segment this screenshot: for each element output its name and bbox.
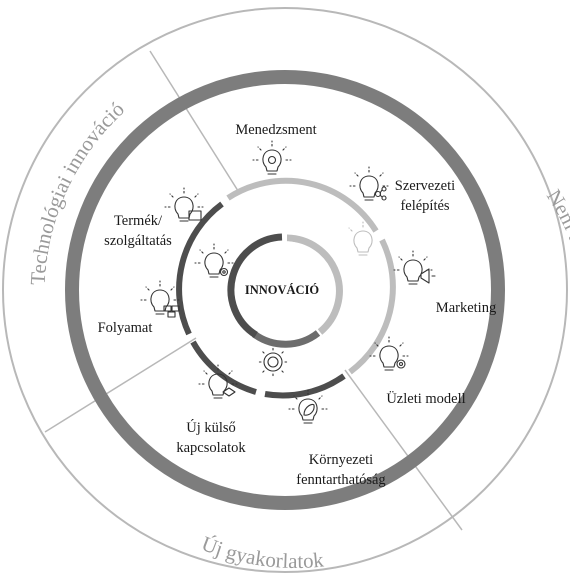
- environment-bulb-icon: [288, 389, 328, 424]
- center-label: INNOVÁCIÓ: [245, 283, 320, 297]
- middle-arc-bottom-left: [190, 340, 257, 395]
- settings-bulb-icon: [194, 243, 234, 278]
- inner-hub: [235, 241, 333, 339]
- inner-arc-light: [286, 234, 343, 335]
- middle-arc-top: [226, 177, 379, 233]
- label-kapcsolatok: kapcsolatok: [176, 440, 246, 456]
- management-bulb-icon: [252, 140, 292, 175]
- ring-label-new-practices: Új gyakorlatok: [198, 531, 325, 573]
- product-bulb-icon: [164, 187, 204, 222]
- outer-divider-top: [149, 50, 241, 195]
- label-marketing: Marketing: [436, 300, 496, 316]
- inner-arc-mid: [251, 330, 321, 348]
- label-uj-kulso: Új külső: [186, 419, 236, 436]
- inner-arc-dark: [227, 233, 283, 338]
- marketing-bulb-icon: [393, 250, 436, 285]
- business-model-bulb-icon: [369, 336, 409, 371]
- faded-bulb-icon: [348, 221, 378, 256]
- outer-divider-left: [44, 337, 197, 433]
- middle-arc-bottom-right: [264, 373, 346, 399]
- middle-arc-left: [176, 201, 224, 336]
- label-kornyezeti: Környezeti: [309, 452, 373, 468]
- label-folyamat: Folyamat: [98, 320, 153, 336]
- label-felepites: felépítés: [400, 198, 449, 214]
- thick-ring: [65, 70, 505, 510]
- label-szervezeti: Szervezeti: [395, 178, 455, 194]
- outer-ring: [2, 7, 568, 573]
- label-termek: Termék/: [114, 213, 163, 229]
- label-fenntarthatosag: fenntarthatóság: [296, 472, 385, 488]
- process-bulb-icon: [140, 280, 180, 318]
- middle-arc-right: [348, 238, 396, 375]
- label-uzleti-modell: Üzleti modell: [386, 390, 465, 407]
- label-menedzsment: Menedzsment: [235, 122, 316, 138]
- outer-divider-right: [344, 369, 463, 531]
- organisation-bulb-icon: [349, 166, 389, 201]
- gear-bulb-icon: [257, 346, 289, 378]
- label-szolgaltatas: szolgáltatás: [104, 233, 172, 249]
- partnership-bulb-icon: [198, 364, 238, 399]
